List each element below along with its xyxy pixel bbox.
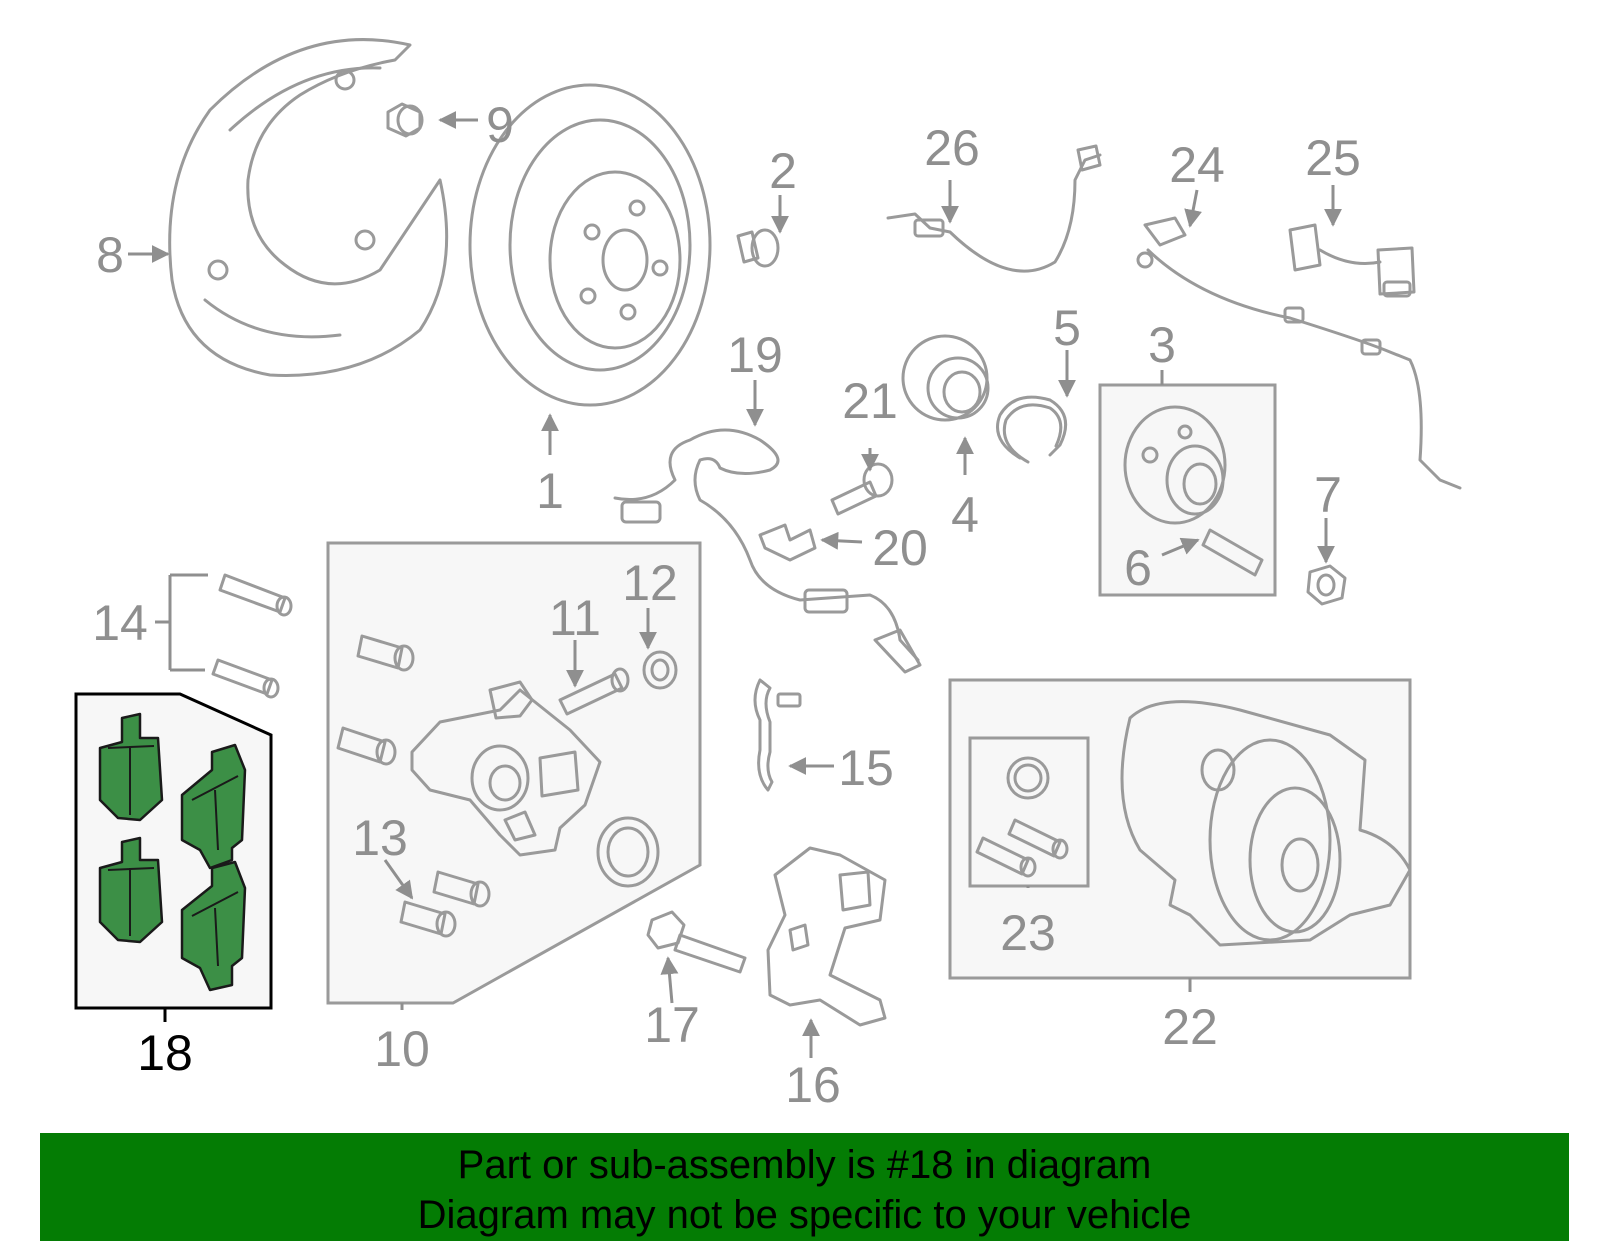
splash-shield-part-8[interactable] xyxy=(168,38,449,377)
callout-10: 10 xyxy=(374,1021,430,1077)
callout-6: 6 xyxy=(1124,540,1152,596)
callout-2: 2 xyxy=(769,143,797,199)
callout-labels: 1 2 3 4 5 6 7 8 9 10 11 12 13 14 15 16 1… xyxy=(92,97,1361,1113)
callout-15: 15 xyxy=(838,740,894,796)
bolt-part-21[interactable] xyxy=(830,462,894,516)
brake-pad-box-part-18 xyxy=(74,692,273,1010)
piston-seal[interactable] xyxy=(596,816,660,888)
callout-5: 5 xyxy=(1053,300,1081,356)
leader-lines xyxy=(128,111,1342,1058)
callout-25: 25 xyxy=(1305,130,1361,186)
caliper-bushing-a[interactable] xyxy=(356,634,415,672)
callout-19: 19 xyxy=(727,327,783,383)
caliper-box-part-10 xyxy=(326,541,702,1005)
seal-kit-box-part-23 xyxy=(968,736,1090,888)
callout-9: 9 xyxy=(486,97,514,153)
callout-14: 14 xyxy=(92,595,148,651)
notice-line-2: Diagram may not be specific to your vehi… xyxy=(417,1193,1192,1237)
notice-banner: Part or sub-assembly is #18 in diagram D… xyxy=(40,1133,1569,1241)
callout-12: 12 xyxy=(622,555,678,611)
dust-boot-part-12[interactable] xyxy=(642,650,678,690)
brake-rotor-part-1[interactable] xyxy=(468,83,712,407)
callout-8: 8 xyxy=(96,227,124,283)
abs-sensor-cable-part-24[interactable] xyxy=(1136,216,1462,490)
callout-3: 3 xyxy=(1148,317,1176,373)
callout-20: 20 xyxy=(872,520,928,576)
brake-pad-set-part-18[interactable] xyxy=(98,712,247,992)
wheel-stud-part-6[interactable] xyxy=(1201,528,1264,577)
guide-bolt-part-11[interactable] xyxy=(558,667,630,716)
callout-7: 7 xyxy=(1314,467,1342,523)
callout-26: 26 xyxy=(924,120,980,176)
seal-kit-part-23[interactable] xyxy=(975,756,1069,878)
bracket-clip-part-20[interactable] xyxy=(758,523,817,562)
snap-ring-part-5[interactable] xyxy=(996,395,1068,464)
callout-13: 13 xyxy=(352,810,408,866)
caliper-bushing-b[interactable] xyxy=(336,726,397,766)
wheel-hub-part-3[interactable] xyxy=(1123,405,1227,525)
callout-16: 16 xyxy=(785,1057,841,1113)
callout-4: 4 xyxy=(951,487,979,543)
callout-23: 23 xyxy=(1000,905,1056,961)
parking-brake-actuator-part-22[interactable] xyxy=(1120,700,1412,947)
spring-clip-part-15[interactable] xyxy=(753,678,802,792)
bushings-part-13[interactable] xyxy=(399,870,491,938)
notice-line-1: Part or sub-assembly is #18 in diagram xyxy=(457,1143,1152,1187)
callout-1: 1 xyxy=(536,463,564,519)
callout-21: 21 xyxy=(842,373,898,429)
bolt-part-9[interactable] xyxy=(386,102,424,138)
callout-11: 11 xyxy=(549,590,601,646)
callout-22: 22 xyxy=(1162,999,1218,1055)
wheel-bearing-part-4[interactable] xyxy=(901,334,990,422)
caliper-part-10[interactable] xyxy=(410,680,602,857)
bracket-bolt-part-17[interactable] xyxy=(646,910,747,974)
bolt-part-2[interactable] xyxy=(736,228,780,268)
hub-nut-part-7[interactable] xyxy=(1306,564,1347,606)
callout-18: 18 xyxy=(137,1025,193,1081)
sensor-wire-part-26[interactable] xyxy=(886,144,1102,273)
callout-24: 24 xyxy=(1169,137,1225,193)
callout-17: 17 xyxy=(644,997,700,1053)
sensor-harness-part-19[interactable] xyxy=(613,428,922,674)
guide-pins-part-14[interactable] xyxy=(211,573,293,699)
caliper-bracket-part-16[interactable] xyxy=(766,846,887,1027)
connector-harness-part-25[interactable] xyxy=(1288,223,1416,298)
